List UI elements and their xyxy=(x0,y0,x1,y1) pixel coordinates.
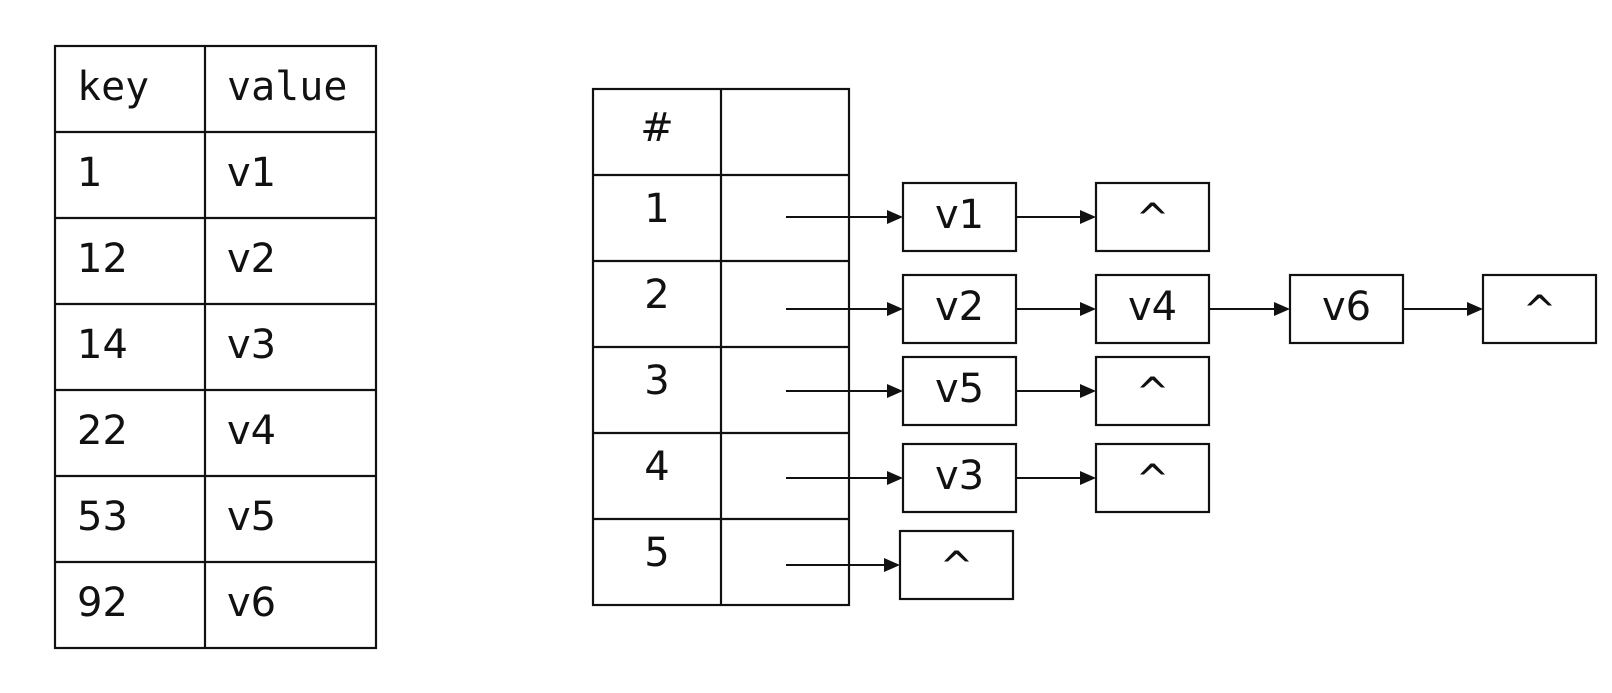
key-value-table: key value 1 v1 12 v2 14 v3 22 v4 53 v5 92 v6 xyxy=(53,44,378,650)
kv-value-cell: v5 xyxy=(227,494,276,540)
kv-table-border xyxy=(53,44,378,650)
chain-node-value: v4 xyxy=(1128,284,1177,330)
kv-key-cell: 92 xyxy=(77,580,128,626)
null-symbol: ^ xyxy=(1136,196,1170,242)
chain-node-value: v6 xyxy=(1322,284,1371,330)
bucket-index: 5 xyxy=(644,530,669,576)
null-symbol: ^ xyxy=(940,544,974,590)
bucket-index: 1 xyxy=(644,186,669,232)
kv-key-cell: 53 xyxy=(77,494,128,540)
chain-node xyxy=(1094,273,1211,345)
bucket-index: 3 xyxy=(644,358,669,404)
chain-node xyxy=(901,442,1018,514)
hash-header-label: # xyxy=(640,105,674,151)
kv-value-cell: v2 xyxy=(227,236,276,282)
kv-key-cell: 1 xyxy=(77,150,102,196)
next-pointer-arrow-head xyxy=(1467,302,1483,316)
chain-node-value: v1 xyxy=(935,192,984,238)
chain-node-value: v5 xyxy=(935,366,984,412)
null-symbol: ^ xyxy=(1523,288,1557,334)
kv-header-key: key xyxy=(77,64,149,110)
null-terminator-node xyxy=(898,529,1015,601)
bucket-index: 2 xyxy=(644,272,669,318)
null-terminator-node xyxy=(1094,355,1211,427)
kv-header-value: value xyxy=(227,64,347,110)
kv-key-cell: 22 xyxy=(77,408,128,454)
hash-bucket-table: #1 2 3 4 5 xyxy=(591,87,851,607)
bucket-pointer-arrow-head xyxy=(884,558,900,572)
kv-value-cell: v6 xyxy=(227,580,276,626)
chain-node-value: v2 xyxy=(935,284,984,330)
next-pointer-arrow-head xyxy=(1274,302,1290,316)
null-terminator-node xyxy=(1094,442,1211,514)
next-pointer-arrow-head xyxy=(1080,384,1096,398)
bucket-pointer-arrow-head xyxy=(887,210,903,224)
bucket-pointer-arrow-head xyxy=(887,302,903,316)
next-pointer-arrow-head xyxy=(1080,471,1096,485)
kv-key-cell: 14 xyxy=(77,322,128,368)
chain-node xyxy=(1288,273,1405,345)
null-terminator-node xyxy=(1094,181,1211,253)
chain-node-value: v3 xyxy=(935,453,984,499)
next-pointer-arrow-head xyxy=(1080,210,1096,224)
bucket-index: 4 xyxy=(644,444,669,490)
kv-key-cell: 12 xyxy=(77,236,128,282)
next-pointer-arrow-head xyxy=(1080,302,1096,316)
kv-value-cell: v3 xyxy=(227,322,276,368)
kv-value-cell: v1 xyxy=(227,150,276,196)
bucket-chains: v1 ^ v2 v4 v6 ^ v5 ^ v3 ^ ^ xyxy=(786,181,1598,601)
bucket-pointer-arrow-head xyxy=(887,384,903,398)
null-symbol: ^ xyxy=(1136,457,1170,503)
bucket-pointer-arrow-head xyxy=(887,471,903,485)
chain-node xyxy=(901,273,1018,345)
null-terminator-node xyxy=(1481,273,1598,345)
kv-value-cell: v4 xyxy=(227,408,276,454)
null-symbol: ^ xyxy=(1136,370,1170,416)
